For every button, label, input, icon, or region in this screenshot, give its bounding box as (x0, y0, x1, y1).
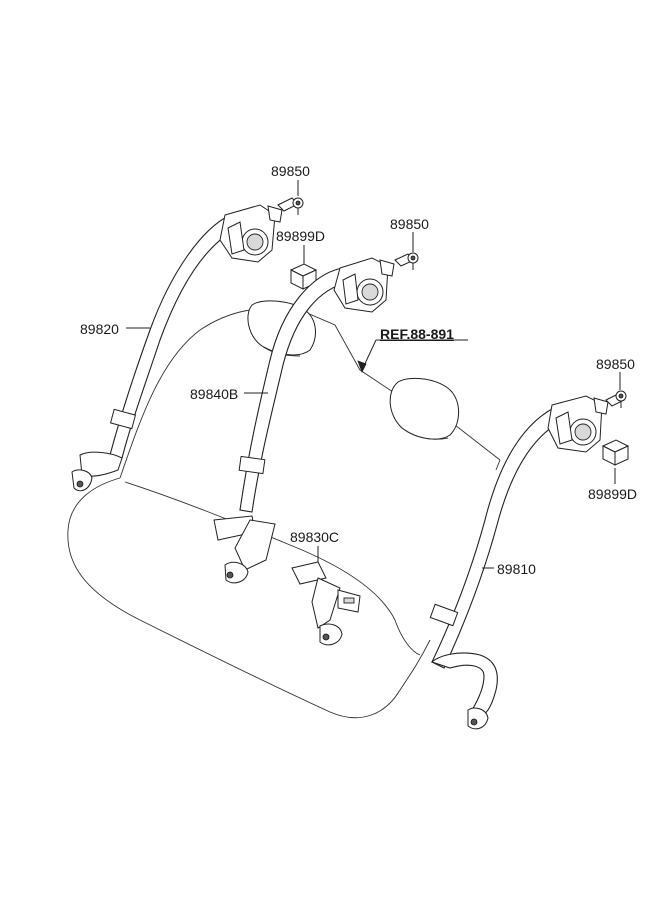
label-belt-left: 89820 (80, 321, 119, 337)
bolt-left (277, 197, 304, 215)
leader-lines (126, 180, 621, 569)
belt-assembly-right (429, 395, 609, 730)
cushion-crease (124, 481, 421, 656)
seat-cushion-outline (67, 477, 431, 719)
label-reference: REF.88-891 (380, 326, 454, 342)
belt-assembly-center (213, 257, 395, 584)
cover-right (601, 439, 630, 466)
label-bolt-left: 89850 (271, 163, 310, 179)
label-bolt-center: 89850 (390, 216, 429, 232)
label-belt-right: 89810 (497, 561, 536, 577)
label-buckle-center: 89830C (290, 529, 340, 545)
belt-guide-center (238, 455, 266, 475)
buckle-center (291, 561, 361, 646)
label-belt-center: 89840B (190, 386, 239, 402)
cushion-rear-edge (495, 459, 501, 471)
label-cover-right: 89899D (588, 486, 638, 502)
label-bolt-right: 89850 (596, 356, 635, 372)
label-cover-left: 89899D (276, 228, 326, 244)
belt-guide-left (109, 408, 137, 430)
belt-guide-right (429, 603, 459, 627)
headrest-right (389, 377, 459, 440)
belt-webbing-center (239, 267, 351, 513)
belt-webbing-right (431, 404, 569, 669)
belt-assembly-left (71, 204, 283, 492)
bolt-center (394, 252, 419, 270)
bolt-right (605, 390, 627, 408)
